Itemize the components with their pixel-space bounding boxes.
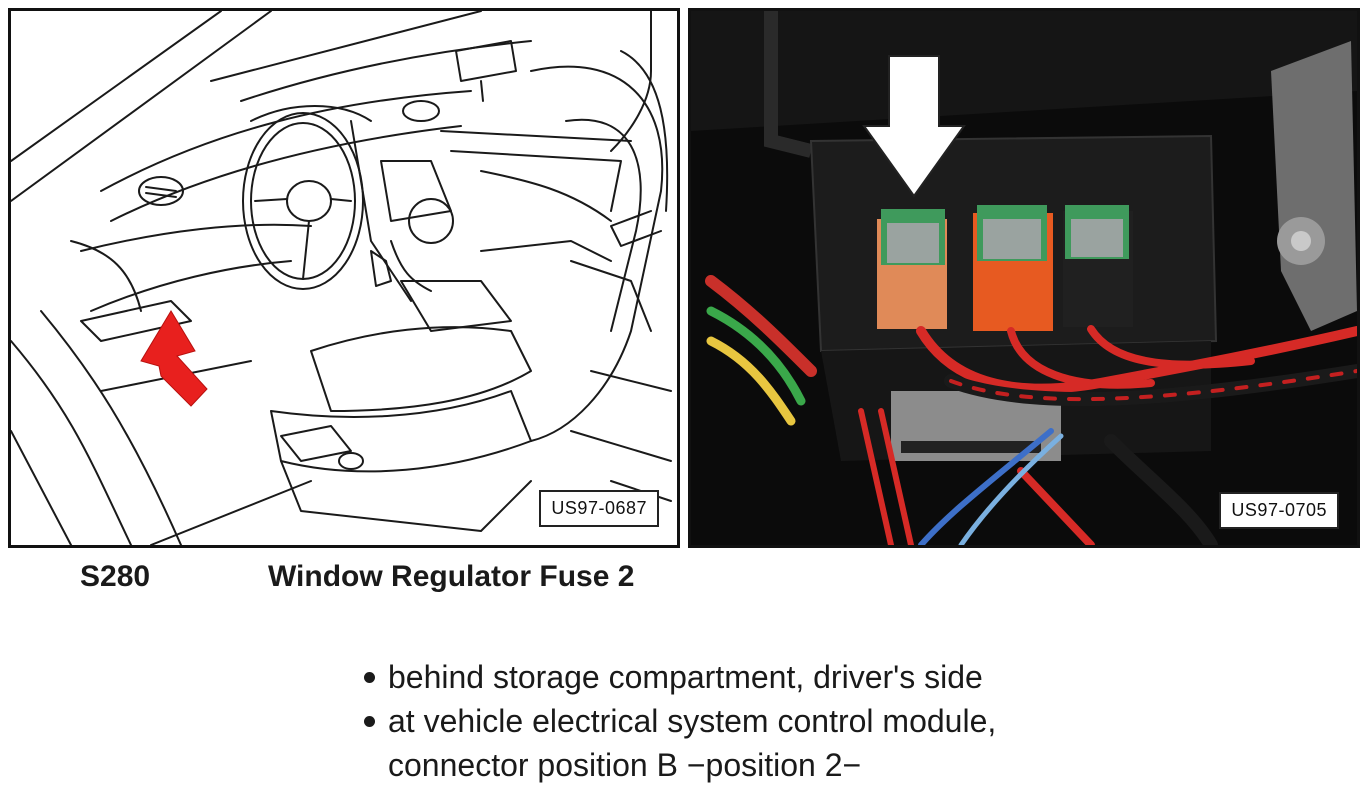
control-module-drawing: [691, 11, 1357, 545]
interior-illustration: US97-0687: [8, 8, 680, 548]
location-item: at vehicle electrical system control mod…: [362, 699, 996, 787]
location-list: behind storage compartment, driver's sid…: [362, 655, 996, 787]
location-item: behind storage compartment, driver's sid…: [362, 655, 996, 699]
figure-id-right: US97-0705: [1219, 492, 1339, 529]
control-module-photo: US97-0705: [688, 8, 1360, 548]
bullet-icon: [364, 716, 375, 727]
callout-arrow-right: [862, 55, 966, 198]
location-text: behind storage compartment, driver's sid…: [388, 659, 983, 695]
car-interior-drawing: [11, 11, 672, 545]
figure-id-left: US97-0687: [539, 490, 659, 527]
location-text-continued: connector position B −position 2−: [388, 747, 862, 783]
bullet-icon: [364, 672, 375, 683]
location-text: at vehicle electrical system control mod…: [388, 703, 997, 739]
fuse-title: Window Regulator Fuse 2: [268, 560, 635, 593]
fuse-code: S280: [80, 560, 151, 593]
callout-arrow-left: [140, 310, 208, 407]
